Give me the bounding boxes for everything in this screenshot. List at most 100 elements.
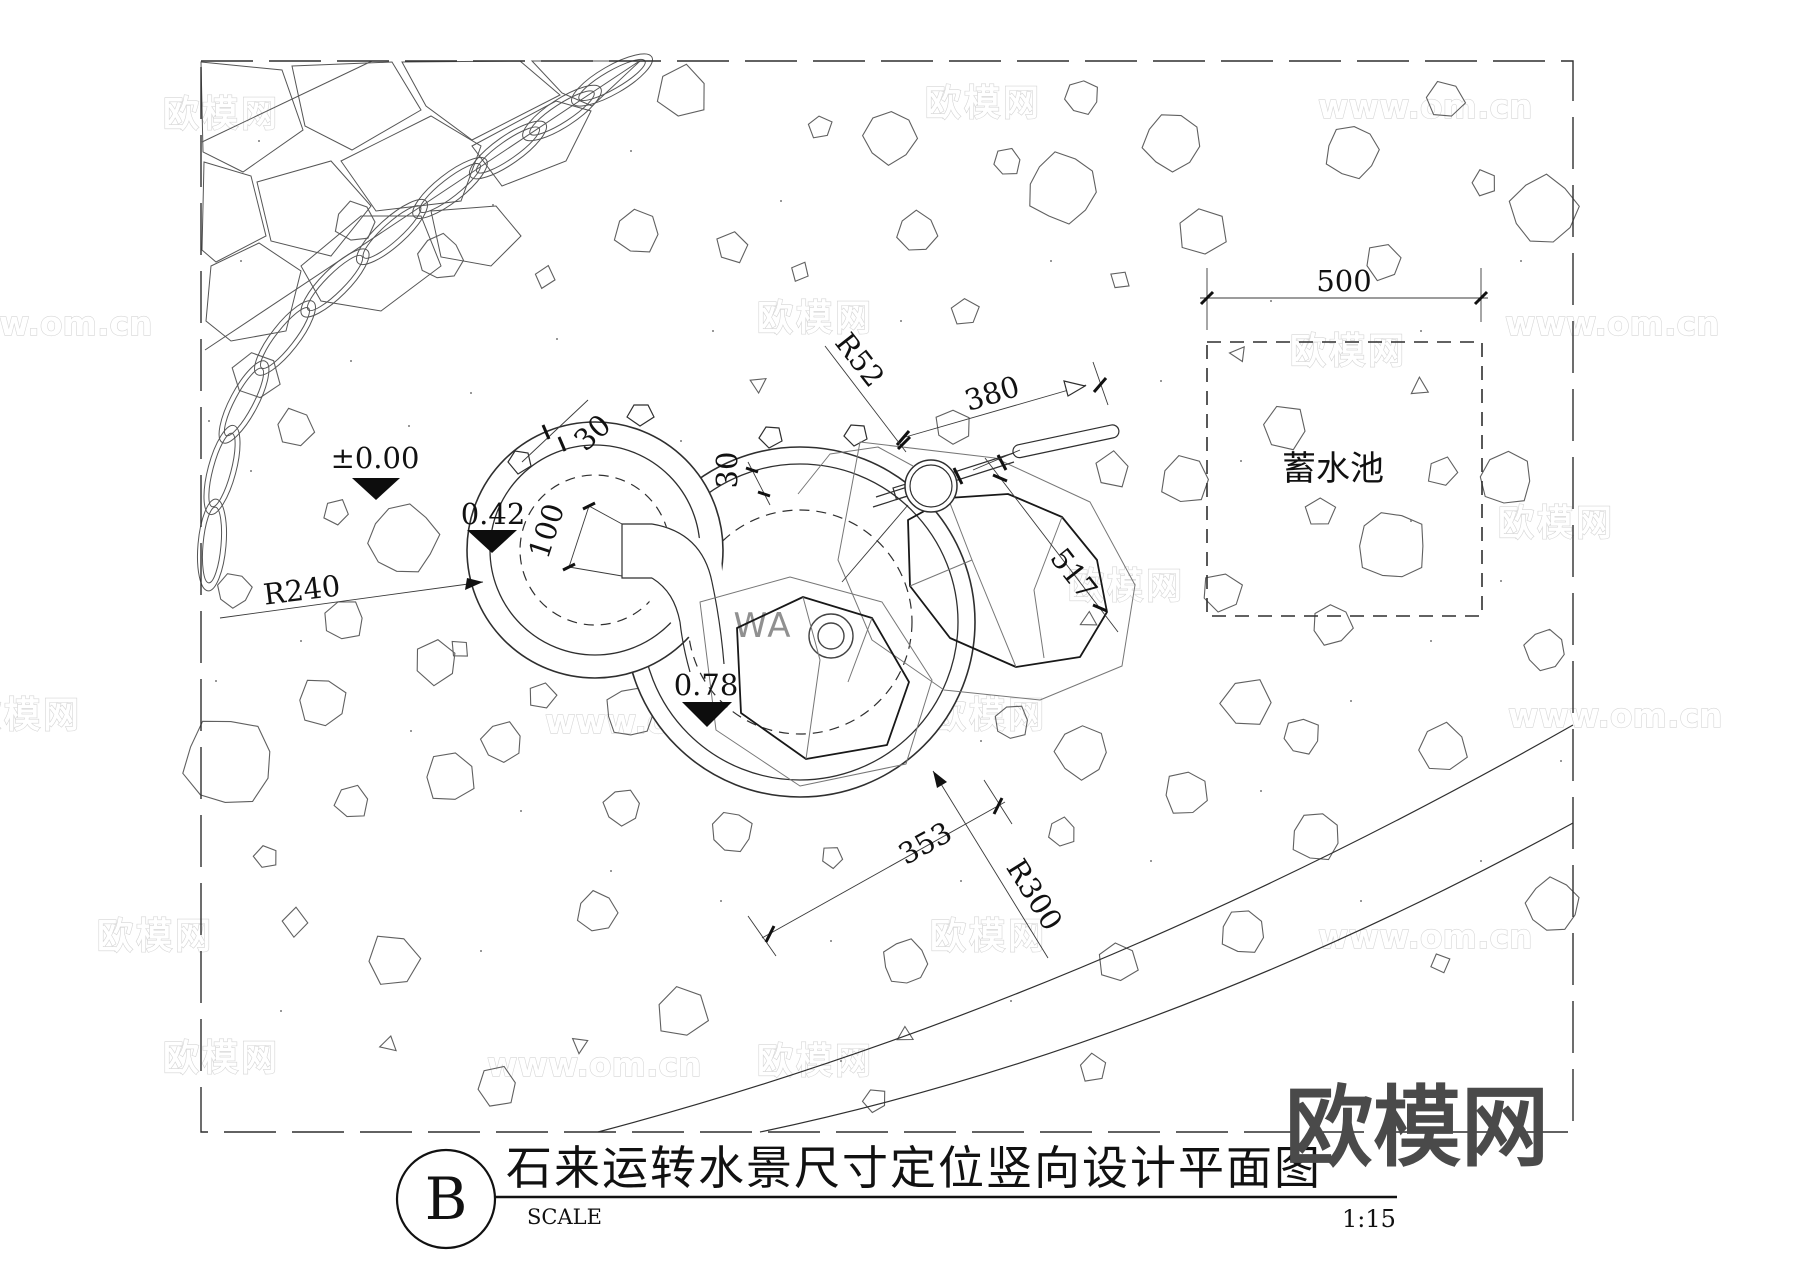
stone bbox=[658, 985, 710, 1036]
gravel-dot bbox=[410, 730, 412, 732]
reservoir-label: 蓄水池 bbox=[1282, 449, 1384, 489]
gravel-dot bbox=[300, 640, 302, 642]
rock-cell bbox=[340, 115, 482, 212]
gravel-dot bbox=[1500, 580, 1502, 582]
stone bbox=[367, 503, 441, 573]
rock-cell bbox=[401, 60, 561, 141]
dim-r240-label: R240 bbox=[261, 568, 342, 611]
gravel-dot bbox=[1560, 760, 1562, 762]
gravel-dot bbox=[780, 200, 782, 202]
stone bbox=[299, 679, 347, 727]
elevation-078-triangle bbox=[682, 702, 732, 727]
gravel-dot bbox=[1520, 260, 1522, 262]
gravel-dot bbox=[208, 420, 210, 422]
stone bbox=[368, 935, 422, 985]
gravel-dot bbox=[900, 320, 902, 322]
stone bbox=[1524, 876, 1580, 931]
stone bbox=[529, 682, 558, 709]
stone bbox=[416, 232, 465, 279]
gravel-dot bbox=[1260, 790, 1262, 792]
hedge-leaf bbox=[196, 498, 228, 592]
gravel-dot bbox=[215, 680, 217, 682]
gravel-dot bbox=[556, 338, 558, 340]
stone bbox=[791, 261, 809, 282]
stone bbox=[1425, 80, 1467, 117]
gravel-dot bbox=[1040, 910, 1042, 912]
elevation-078-label: 0.78 bbox=[674, 668, 739, 702]
scale-label: SCALE bbox=[527, 1205, 602, 1229]
stone bbox=[950, 298, 980, 325]
gravel-dot bbox=[980, 740, 982, 742]
detail-mark-letter: B bbox=[425, 1165, 468, 1233]
stone bbox=[1313, 604, 1354, 646]
gravel-dot bbox=[280, 1010, 282, 1012]
stone bbox=[1479, 450, 1531, 504]
stone bbox=[935, 409, 970, 445]
hedge-leaf bbox=[300, 248, 370, 318]
stone bbox=[1047, 816, 1075, 847]
gravel-dot bbox=[1350, 700, 1352, 702]
gravel-dot bbox=[610, 870, 612, 872]
stone bbox=[1141, 114, 1201, 173]
hedge-leaf bbox=[356, 199, 428, 265]
gravel-dot bbox=[840, 1060, 842, 1062]
watermark-text: 欧模网 bbox=[925, 83, 1042, 124]
stone bbox=[896, 209, 939, 251]
dim-30b-label: 30 bbox=[710, 452, 744, 489]
stone bbox=[334, 200, 376, 241]
stone bbox=[1179, 208, 1227, 255]
hedge-leaf bbox=[522, 84, 602, 142]
stone bbox=[217, 573, 253, 609]
gravel-dot bbox=[1010, 1000, 1012, 1002]
rock-cell bbox=[205, 242, 302, 342]
stone bbox=[1165, 771, 1208, 814]
stone bbox=[378, 1035, 397, 1052]
stone bbox=[1079, 610, 1098, 626]
watermark-text: 欧模网 bbox=[163, 94, 280, 135]
stone bbox=[1471, 169, 1495, 197]
title-block: B 石来运转水景尺寸定位竖向设计平面图 SCALE 1:15 bbox=[395, 1141, 1397, 1250]
gravel-dot bbox=[1270, 300, 1272, 302]
stone bbox=[1508, 173, 1580, 243]
stone bbox=[1427, 456, 1459, 486]
stone bbox=[1366, 244, 1402, 282]
gravel-dot bbox=[960, 880, 962, 882]
stone bbox=[534, 264, 556, 290]
rock-cell bbox=[430, 205, 522, 267]
stone bbox=[1228, 346, 1245, 363]
stone bbox=[1523, 628, 1565, 672]
dimension-30b: 30 bbox=[710, 452, 771, 506]
watermark-text: www.om.cn bbox=[1508, 696, 1723, 735]
stone bbox=[1053, 725, 1107, 781]
watermark-text: 欧模网 bbox=[757, 1041, 874, 1082]
hedge-leaf-inner bbox=[475, 126, 541, 174]
stone bbox=[993, 147, 1021, 175]
stone bbox=[1203, 573, 1244, 613]
stone bbox=[416, 639, 456, 687]
stone bbox=[576, 889, 619, 932]
stone bbox=[1325, 126, 1380, 180]
watermark-text: 欧模网 bbox=[1068, 566, 1185, 607]
stone bbox=[277, 407, 316, 447]
pump-circle bbox=[904, 459, 958, 513]
drawing-title: 石来运转水景尺寸定位竖向设计平面图 bbox=[506, 1141, 1322, 1195]
hedge-leaf-inner bbox=[306, 254, 364, 312]
rock-cell bbox=[256, 160, 372, 257]
stone bbox=[1161, 454, 1209, 503]
rock-cell bbox=[300, 215, 442, 312]
watermark-text: 欧模网 bbox=[930, 916, 1047, 957]
stone bbox=[1095, 450, 1129, 488]
gravel-dot bbox=[240, 260, 242, 262]
gravel-dot bbox=[350, 360, 352, 362]
rock-edge-line bbox=[201, 60, 373, 143]
hedge-leaf bbox=[468, 120, 548, 180]
gravel-dot bbox=[830, 940, 832, 942]
stone bbox=[571, 1037, 589, 1055]
gravel-dot bbox=[1160, 380, 1162, 382]
stone bbox=[749, 377, 767, 395]
stone bbox=[231, 352, 281, 399]
stone bbox=[1304, 497, 1337, 525]
stone bbox=[1292, 813, 1339, 861]
stone bbox=[822, 847, 844, 870]
